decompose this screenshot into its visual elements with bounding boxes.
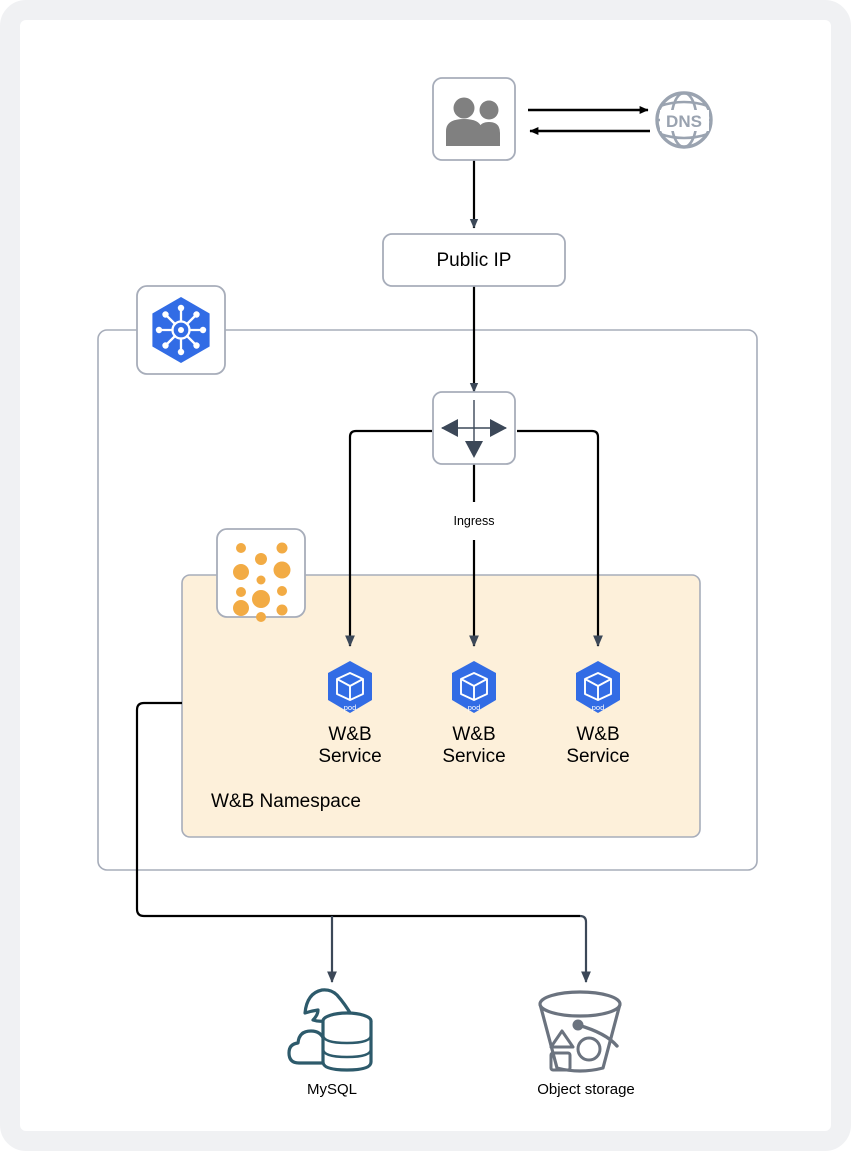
bucket-icon bbox=[538, 990, 622, 1073]
svg-text:pod: pod bbox=[468, 703, 481, 712]
svg-text:DNS: DNS bbox=[666, 112, 702, 131]
pod-icon-3: pod bbox=[576, 661, 620, 713]
dns-globe-icon: DNS bbox=[655, 91, 713, 149]
edge-ingress-to-service-1 bbox=[345, 429, 432, 647]
edge-bus-to-object-storage bbox=[579, 914, 591, 983]
public-ip-node-box[interactable] bbox=[382, 233, 566, 287]
edge-ingress-to-service-3 bbox=[517, 429, 603, 647]
ingress-label: Ingress bbox=[453, 514, 495, 528]
pod-icon-1: pod bbox=[328, 661, 372, 713]
svg-text:pod: pod bbox=[592, 703, 605, 712]
service-label-1: W&B Service bbox=[318, 724, 382, 768]
users-node-box[interactable] bbox=[432, 77, 516, 161]
service-label-3: W&B Service bbox=[566, 724, 630, 768]
wandb-namespace-region bbox=[181, 574, 701, 838]
pod-icon-2: pod bbox=[452, 661, 496, 713]
public-ip-label: Public IP bbox=[436, 250, 512, 271]
edge-namespace-to-storage-bus bbox=[135, 701, 580, 918]
namespace-dots-icon bbox=[233, 542, 291, 622]
service-label-2: W&B Service bbox=[442, 724, 506, 768]
object-storage-label: Object storage bbox=[537, 1081, 635, 1098]
users-icon bbox=[446, 97, 500, 146]
mysql-label: MySQL bbox=[306, 1081, 357, 1098]
mysql-dolphin-icon bbox=[287, 988, 373, 1072]
svg-text:pod: pod bbox=[344, 703, 357, 712]
namespace-label: W&B Namespace bbox=[211, 791, 361, 812]
kubernetes-cluster-boundary bbox=[97, 329, 758, 871]
ingress-icon bbox=[441, 400, 507, 458]
kubernetes-icon bbox=[152, 297, 210, 363]
